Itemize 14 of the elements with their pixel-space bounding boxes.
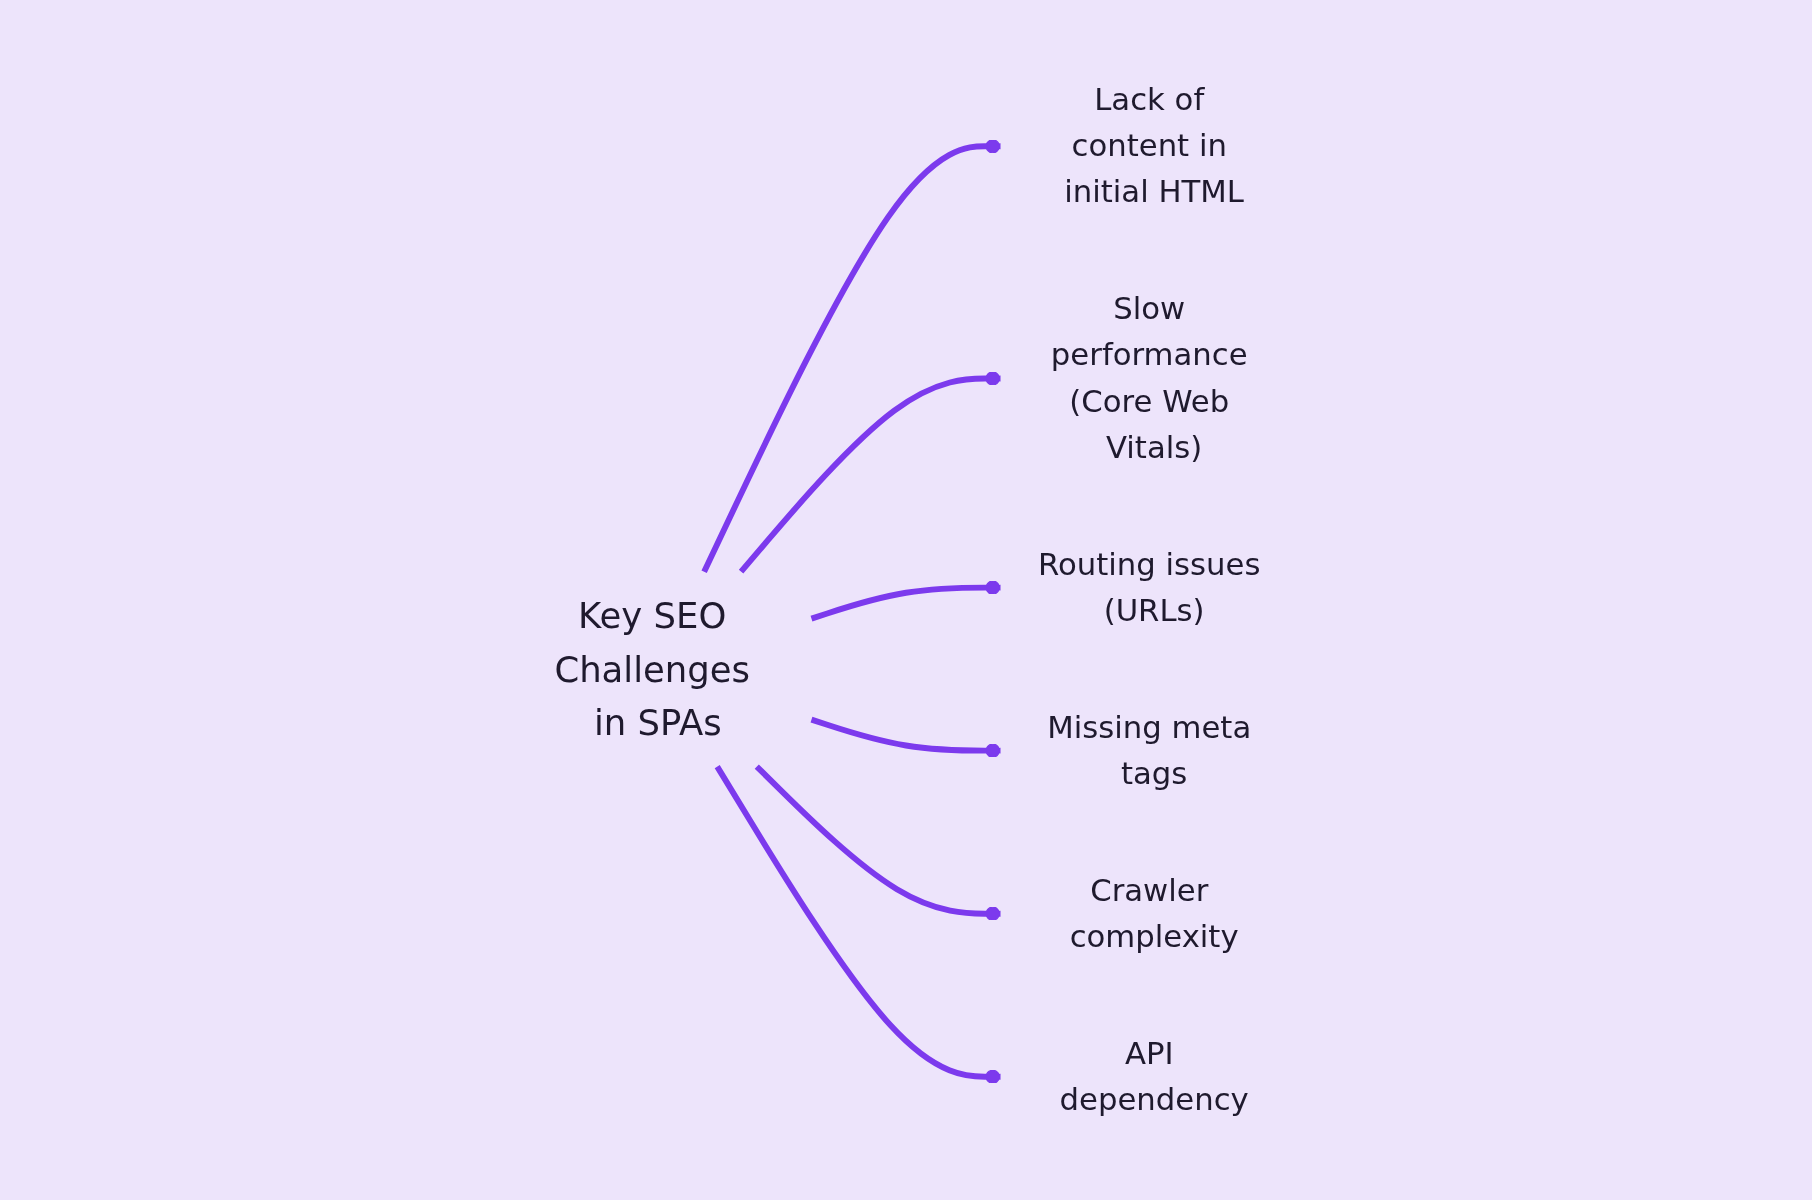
node-text: Crawler complexity — [1069, 872, 1239, 954]
mind-map-drawing: Key SEO Challenges in SPAs Lack of content in initial HTML Slow performance (Core Web Vitals) Routing issues (URLs) Missing meta tags Crawler complexity API dependency — [56, 50, 1756, 1150]
connector — [754, 764, 1001, 921]
node-text: Missing meta tags — [1047, 709, 1252, 791]
node-text: API dependency — [1059, 1035, 1249, 1117]
connector — [810, 716, 1001, 758]
node-text: Routing issues (URLs) — [1038, 546, 1261, 628]
node-text: Key SEO Challenges in SPAs — [554, 595, 751, 743]
node-text: Lack of content in initial HTML — [1064, 81, 1244, 210]
connector — [714, 765, 1001, 1084]
node-text: Slow performance (Core Web Vitals) — [1050, 291, 1248, 465]
connector — [701, 139, 1001, 573]
connector — [810, 580, 1001, 622]
connector — [738, 371, 1001, 574]
